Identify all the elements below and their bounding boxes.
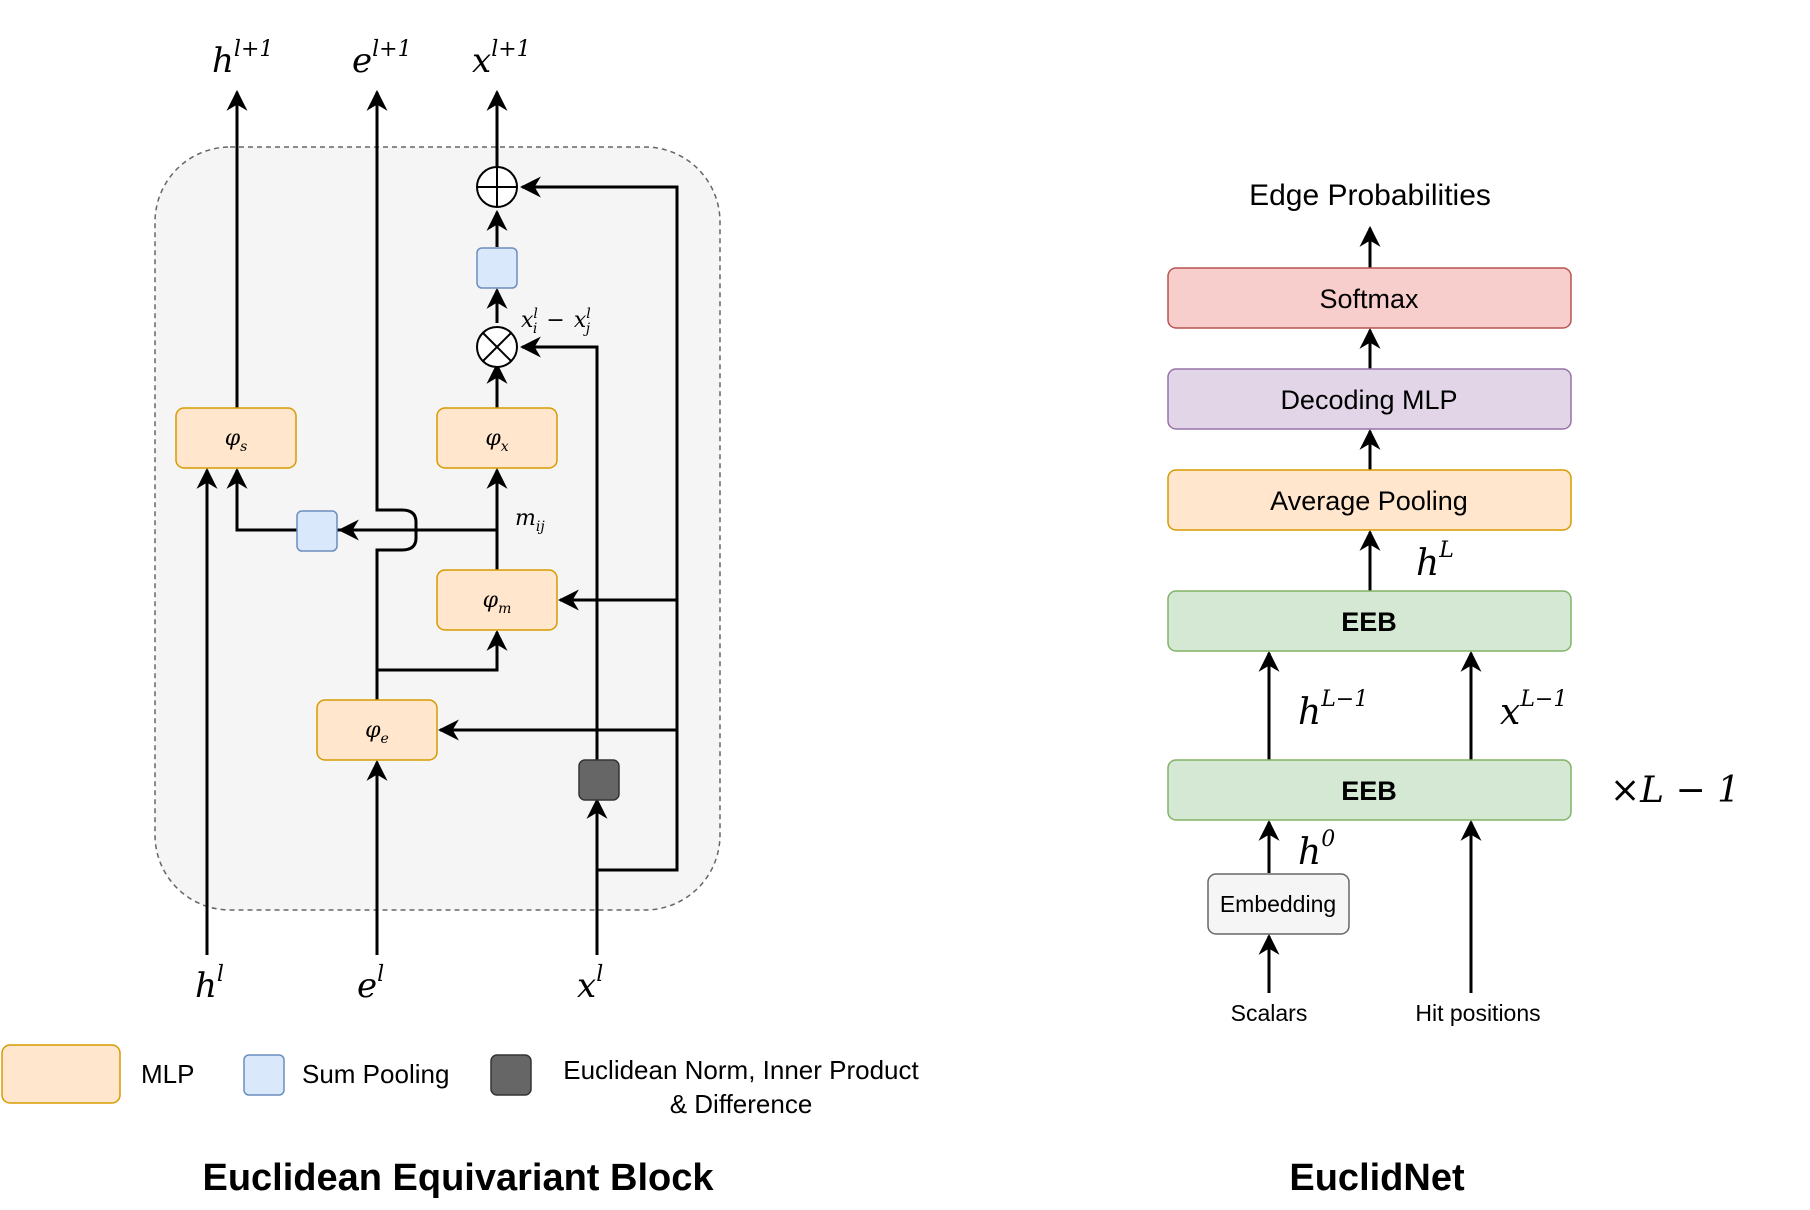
legend-norm-label-line1: Euclidean Norm, Inner Product — [563, 1055, 919, 1085]
softmax-box — [1167, 267, 1572, 329]
norm-product-box — [578, 759, 620, 801]
output-e-label: el+1 — [352, 37, 412, 81]
h-0-label: h0 — [1298, 827, 1335, 873]
repeat-label: ×L − 1 — [1610, 770, 1740, 811]
output-x-label: xl+1 — [472, 37, 531, 81]
legend-sum-pooling-swatch — [243, 1054, 285, 1096]
edge-probabilities-label: Edge Probabilities — [1249, 179, 1491, 212]
average-pooling-box — [1167, 469, 1572, 531]
legend-norm-swatch — [490, 1054, 532, 1096]
mlp-phi-s-box — [175, 407, 297, 469]
mlp-phi-e-box — [316, 699, 438, 761]
legend-sum-pooling-label: Sum Pooling — [302, 1059, 449, 1089]
average-pooling-label: Average Pooling — [1270, 486, 1468, 516]
eeb-connections — [196, 89, 679, 955]
embedding-box — [1207, 873, 1350, 935]
euclidnet-connections — [1258, 225, 1482, 993]
mlp-phi-m-box — [436, 569, 558, 631]
eeb-title: Euclidean Equivariant Block — [202, 1157, 714, 1199]
x-L-minus-1-label: xL−1 — [1500, 687, 1567, 733]
mlp-phi-x-label: φx — [485, 426, 508, 455]
euclidnet-diagram: Edge Probabilities Softmax Decoding MLP … — [1167, 179, 1740, 1026]
legend-norm-label-line2: & Difference — [670, 1089, 813, 1119]
multiply-operator-icon — [476, 326, 518, 368]
mlp-phi-e-label: φe — [365, 718, 389, 747]
scalars-label: Scalars — [1231, 1000, 1308, 1026]
euclidnet-title: EuclidNet — [1289, 1157, 1465, 1199]
output-h-label: hl+1 — [212, 37, 273, 81]
h-L-minus-1-label: hL−1 — [1298, 687, 1368, 733]
eeb-top-label: EEB — [1341, 607, 1397, 637]
sum-pooling-box-left — [296, 510, 338, 552]
eeb-bottom-box — [1167, 759, 1572, 821]
legend-mlp-swatch — [1, 1044, 121, 1104]
m-ij-label: mij — [515, 506, 545, 535]
add-operator-icon — [476, 166, 518, 208]
embedding-label: Embedding — [1220, 891, 1336, 917]
mlp-phi-s-label: φs — [225, 426, 248, 455]
input-h-label: hl — [195, 962, 224, 1006]
decoding-mlp-label: Decoding MLP — [1280, 385, 1457, 415]
input-e-label: el — [357, 962, 384, 1006]
sum-pooling-box-top — [476, 247, 518, 289]
mlp-phi-m-label: φm — [483, 588, 512, 617]
legend-mlp-label: MLP — [141, 1059, 194, 1089]
eeb-bottom-label: EEB — [1341, 776, 1397, 806]
hit-positions-label: Hit positions — [1415, 1000, 1540, 1026]
eeb-top-box — [1167, 590, 1572, 652]
softmax-label: Softmax — [1319, 284, 1419, 314]
legend: MLP Sum Pooling Euclidean Norm, Inner Pr… — [1, 1044, 920, 1119]
h-L-label: hL — [1416, 538, 1454, 584]
input-x-label: xl — [577, 962, 603, 1006]
mlp-phi-x-box — [436, 407, 558, 469]
decoding-mlp-box — [1167, 368, 1572, 430]
